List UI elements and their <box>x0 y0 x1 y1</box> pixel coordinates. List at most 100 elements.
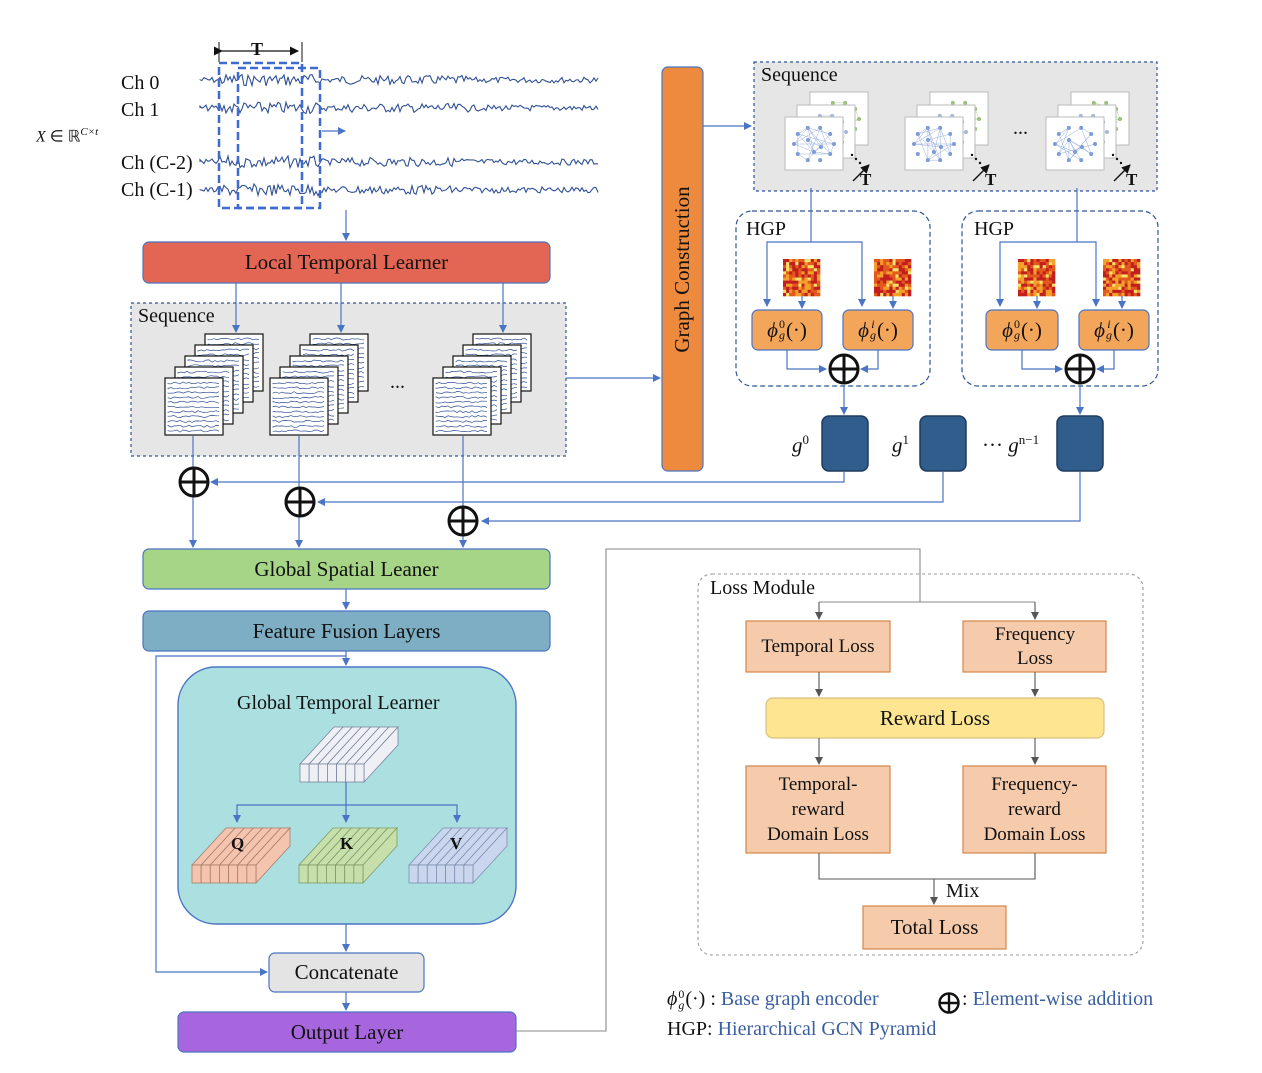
temporal-reward-label: Temporal- reward Domain Loss <box>746 766 890 853</box>
eeg-channel-trace <box>199 73 599 88</box>
frequency-reward-line-3: Domain Loss <box>983 824 1086 845</box>
phi-sup: 0 <box>778 317 785 331</box>
phi-sup: i <box>1107 317 1111 331</box>
eeg-channel-trace <box>199 154 598 170</box>
legend-hgp-key: HGP: <box>667 1018 713 1040</box>
loss-module-title: Loss Module <box>710 577 815 599</box>
loss-connectors <box>516 548 1039 1032</box>
reward-loss-box <box>765 697 1105 739</box>
hgp-label-right: HGP <box>974 218 1015 240</box>
g-base: g <box>892 433 903 457</box>
t-label-3: T <box>1126 170 1138 189</box>
hgp-label-left: HGP <box>746 218 787 240</box>
g-sup: 0 <box>802 432 810 447</box>
plus-circle-icon <box>828 353 860 385</box>
legend-hgp-definition: Hierarchical GCN Pyramid <box>717 1018 937 1040</box>
output-layer-label: Output Layer <box>290 1019 404 1044</box>
reward-loss-label: Reward Loss <box>879 705 991 730</box>
global-spatial-label: Global Spatial Leaner <box>254 556 439 581</box>
temporal-reward-line-2: reward <box>791 799 845 820</box>
output-layer-box <box>177 1011 517 1053</box>
heatmap <box>783 259 821 297</box>
phi-sup: 0 <box>1013 317 1020 331</box>
tensor <box>191 826 291 885</box>
heatmap <box>1103 259 1141 297</box>
phi-symbol: ϕ <box>1094 317 1105 342</box>
phi-arg: (·) <box>876 317 898 342</box>
legend-hgp-row: HGP: Hierarchical GCN Pyramid <box>667 1018 936 1041</box>
total-loss-label: Total Loss <box>890 915 979 939</box>
temporal-loss-label: Temporal Loss <box>761 635 875 657</box>
g-base: g <box>792 433 803 457</box>
x-symbol: X <box>36 128 46 146</box>
temporal-loss-box <box>745 620 891 673</box>
phi-arg: (·) <box>1112 317 1134 342</box>
feature-map <box>432 377 492 436</box>
phi-sub: g <box>869 328 876 342</box>
g1-label: g1 <box>892 432 909 458</box>
tensor <box>299 725 399 784</box>
g-prefix: ··· <box>982 433 1003 457</box>
gn-label: ··· gn−1 <box>982 432 1039 458</box>
plus-circle-icon <box>178 466 210 498</box>
plus-circle-icon <box>284 486 316 518</box>
window-t-label: T <box>251 39 264 59</box>
eeg-channel-trace <box>199 182 599 198</box>
x-set: ∈ ℝ <box>49 128 81 146</box>
frequency-loss-label: Frequency Loss <box>994 623 1076 669</box>
qkv-tensors <box>191 725 508 885</box>
local-temporal-learner-box <box>142 241 551 284</box>
frequency-reward-line-1: Frequency- <box>991 774 1078 795</box>
temporal-reward-line-3: Domain Loss <box>767 824 869 845</box>
graph-construction-box <box>661 66 704 472</box>
phi-symbol: ϕ <box>1002 317 1013 342</box>
temporal-reward-box <box>745 765 891 854</box>
tensor <box>408 826 508 885</box>
k-label: K <box>340 834 354 853</box>
graph-sequence-ellipsis: ... <box>1013 117 1028 139</box>
tensor <box>298 826 398 885</box>
heatmap <box>1018 259 1056 297</box>
legend-plus-icon <box>938 992 960 1014</box>
g0-node <box>821 415 869 472</box>
channel-c1-label: Ch (C-1) <box>121 179 193 201</box>
graph-card <box>784 116 844 171</box>
time-window <box>214 42 346 210</box>
graph-stacks <box>784 91 1131 182</box>
t-label-2: T <box>985 170 997 189</box>
feature-fusion-label: Feature Fusion Layers <box>252 618 441 643</box>
connectors <box>155 122 1126 1011</box>
frequency-reward-line-2: reward <box>1008 799 1061 820</box>
t-label-1: T <box>860 170 872 189</box>
concatenate-label: Concatenate <box>294 960 399 984</box>
feature-map-stacks <box>164 333 532 436</box>
graph-sequence-label: Sequence <box>761 64 838 86</box>
g-base: g <box>1008 433 1019 457</box>
heatmap <box>874 259 912 297</box>
g-sup: n−1 <box>1018 432 1040 447</box>
phi-sub: g <box>1013 328 1020 342</box>
phi-symbol: ϕ <box>858 317 869 342</box>
temporal-reward-line-1: Temporal- <box>778 774 858 795</box>
legend-plus-row: : Element-wise addition <box>962 988 1154 1010</box>
adjacency-heatmaps <box>783 259 1141 297</box>
phi-symbol: ϕ <box>767 317 778 342</box>
v-label: V <box>450 834 463 853</box>
phi-sub: g <box>1105 328 1112 342</box>
local-temporal-learner-label: Local Temporal Learner <box>244 250 449 274</box>
g1-node <box>919 415 967 472</box>
eeg-input-signals <box>199 73 599 198</box>
sequence-label: Sequence <box>138 305 215 327</box>
phi-arg: (·) <box>1020 317 1042 342</box>
channel-c2-label: Ch (C-2) <box>121 152 193 174</box>
frequency-reward-box <box>962 765 1107 854</box>
g0-label: g0 <box>792 432 809 458</box>
channel-0-label: Ch 0 <box>121 72 160 94</box>
gn-node <box>1056 415 1104 472</box>
